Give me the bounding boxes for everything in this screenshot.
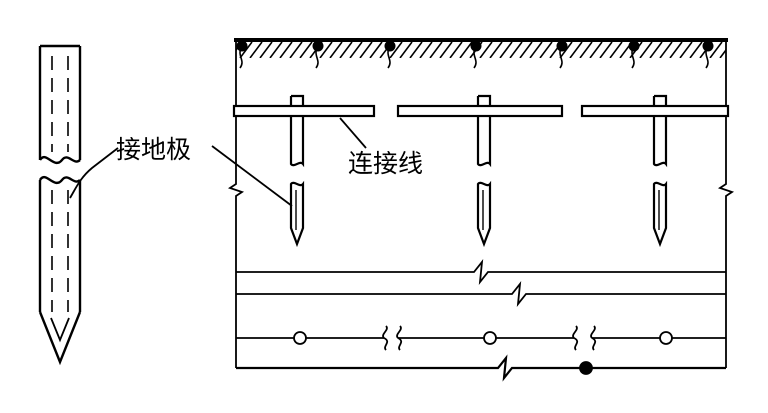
connector-plate-1 (232, 104, 376, 118)
turf-root (473, 45, 477, 69)
hatch-stroke (559, 42, 573, 58)
connection-point-hollow (659, 331, 673, 345)
hatch-stroke (349, 42, 363, 58)
hatch-stroke (519, 42, 533, 58)
turf-root (387, 45, 391, 69)
hatch-stroke (419, 42, 433, 58)
hatch-stroke (509, 42, 523, 58)
hatch-stroke (529, 42, 543, 58)
hatch-stroke (489, 42, 503, 58)
hatch-stroke (639, 42, 653, 58)
rod-upper-break (38, 155, 81, 165)
connection-point-hollow (293, 331, 307, 345)
hatch-stroke (249, 42, 263, 58)
electrode-upper (289, 116, 305, 168)
hatch-stroke (499, 42, 513, 58)
electrode-lower (289, 180, 305, 248)
hatch-stroke (459, 42, 473, 58)
hatch-stroke (599, 42, 613, 58)
hatch-stroke (709, 42, 723, 58)
hatch-stroke (539, 42, 553, 58)
connector-plates (232, 104, 730, 118)
hatch-stroke (449, 42, 463, 58)
hatch-stroke (389, 42, 403, 58)
conductor-break (572, 325, 579, 351)
left-wall (227, 40, 245, 368)
electrode-label: 接地极 (116, 135, 191, 164)
electrode-head (476, 94, 492, 106)
hatch-stroke (589, 42, 603, 58)
soil-hatching (236, 42, 742, 58)
hatch-stroke (569, 42, 583, 58)
rod-lower-break (38, 175, 81, 185)
turf-root (559, 45, 563, 69)
hatch-stroke (289, 42, 303, 58)
conductor-break (382, 325, 389, 351)
electrode-head (289, 94, 305, 106)
connector-plate-3 (580, 104, 730, 118)
conductor-line-4 (236, 354, 726, 382)
hatch-stroke (689, 42, 703, 58)
hatch-stroke (319, 42, 333, 58)
turf-root (631, 45, 635, 69)
hatch-stroke (399, 42, 413, 58)
hatch-stroke (579, 42, 593, 58)
hatch-stroke (429, 42, 443, 58)
hatch-stroke (339, 42, 353, 58)
hatch-stroke (259, 42, 273, 58)
hatch-stroke (679, 42, 693, 58)
hatch-stroke (719, 48, 726, 58)
conductor-line-1 (236, 259, 726, 285)
hatch-stroke (269, 42, 283, 58)
hatch-stroke (479, 42, 493, 58)
electrode-lower (652, 180, 668, 248)
rod-tip (38, 311, 82, 366)
electrode-upper (652, 116, 668, 168)
rod-tip-inner (50, 317, 70, 343)
hatch-stroke (730, 42, 742, 58)
hatch-stroke (649, 42, 663, 58)
turf-root (705, 45, 709, 69)
hatch-stroke (659, 42, 673, 58)
turf-root (315, 45, 319, 69)
connection-point-hollow (483, 331, 497, 345)
connector-leader (339, 117, 367, 149)
hatch-stroke (299, 42, 313, 58)
hatch-stroke (329, 42, 343, 58)
conductor-break (396, 325, 403, 351)
electrode-lower (476, 180, 492, 248)
hatch-stroke (439, 42, 453, 58)
turf-root (239, 45, 243, 69)
installation-frame (227, 38, 735, 368)
turf-tufts (236, 40, 714, 69)
hatch-stroke (409, 42, 423, 58)
hatch-stroke (359, 42, 373, 58)
electrode-rod-detail (38, 44, 82, 366)
hatch-stroke (609, 42, 623, 58)
leader-to-electrode (211, 145, 293, 207)
connector-label: 连接线 (348, 149, 423, 178)
hatch-stroke (239, 42, 253, 58)
electrode-leaders (69, 145, 293, 207)
leader-to-rod (69, 147, 119, 199)
hatch-stroke (279, 42, 293, 58)
electrode-head (652, 94, 668, 106)
driven-electrodes (289, 94, 668, 248)
conductor-break (590, 325, 597, 351)
conductor-line-2 (236, 281, 726, 307)
hatch-stroke (369, 42, 383, 58)
connector-plate-2 (396, 104, 564, 118)
horizontal-conductors (236, 259, 726, 382)
electrode-upper (476, 116, 492, 168)
connection-point-solid (579, 361, 593, 375)
right-wall (717, 40, 735, 368)
hatch-stroke (669, 42, 683, 58)
